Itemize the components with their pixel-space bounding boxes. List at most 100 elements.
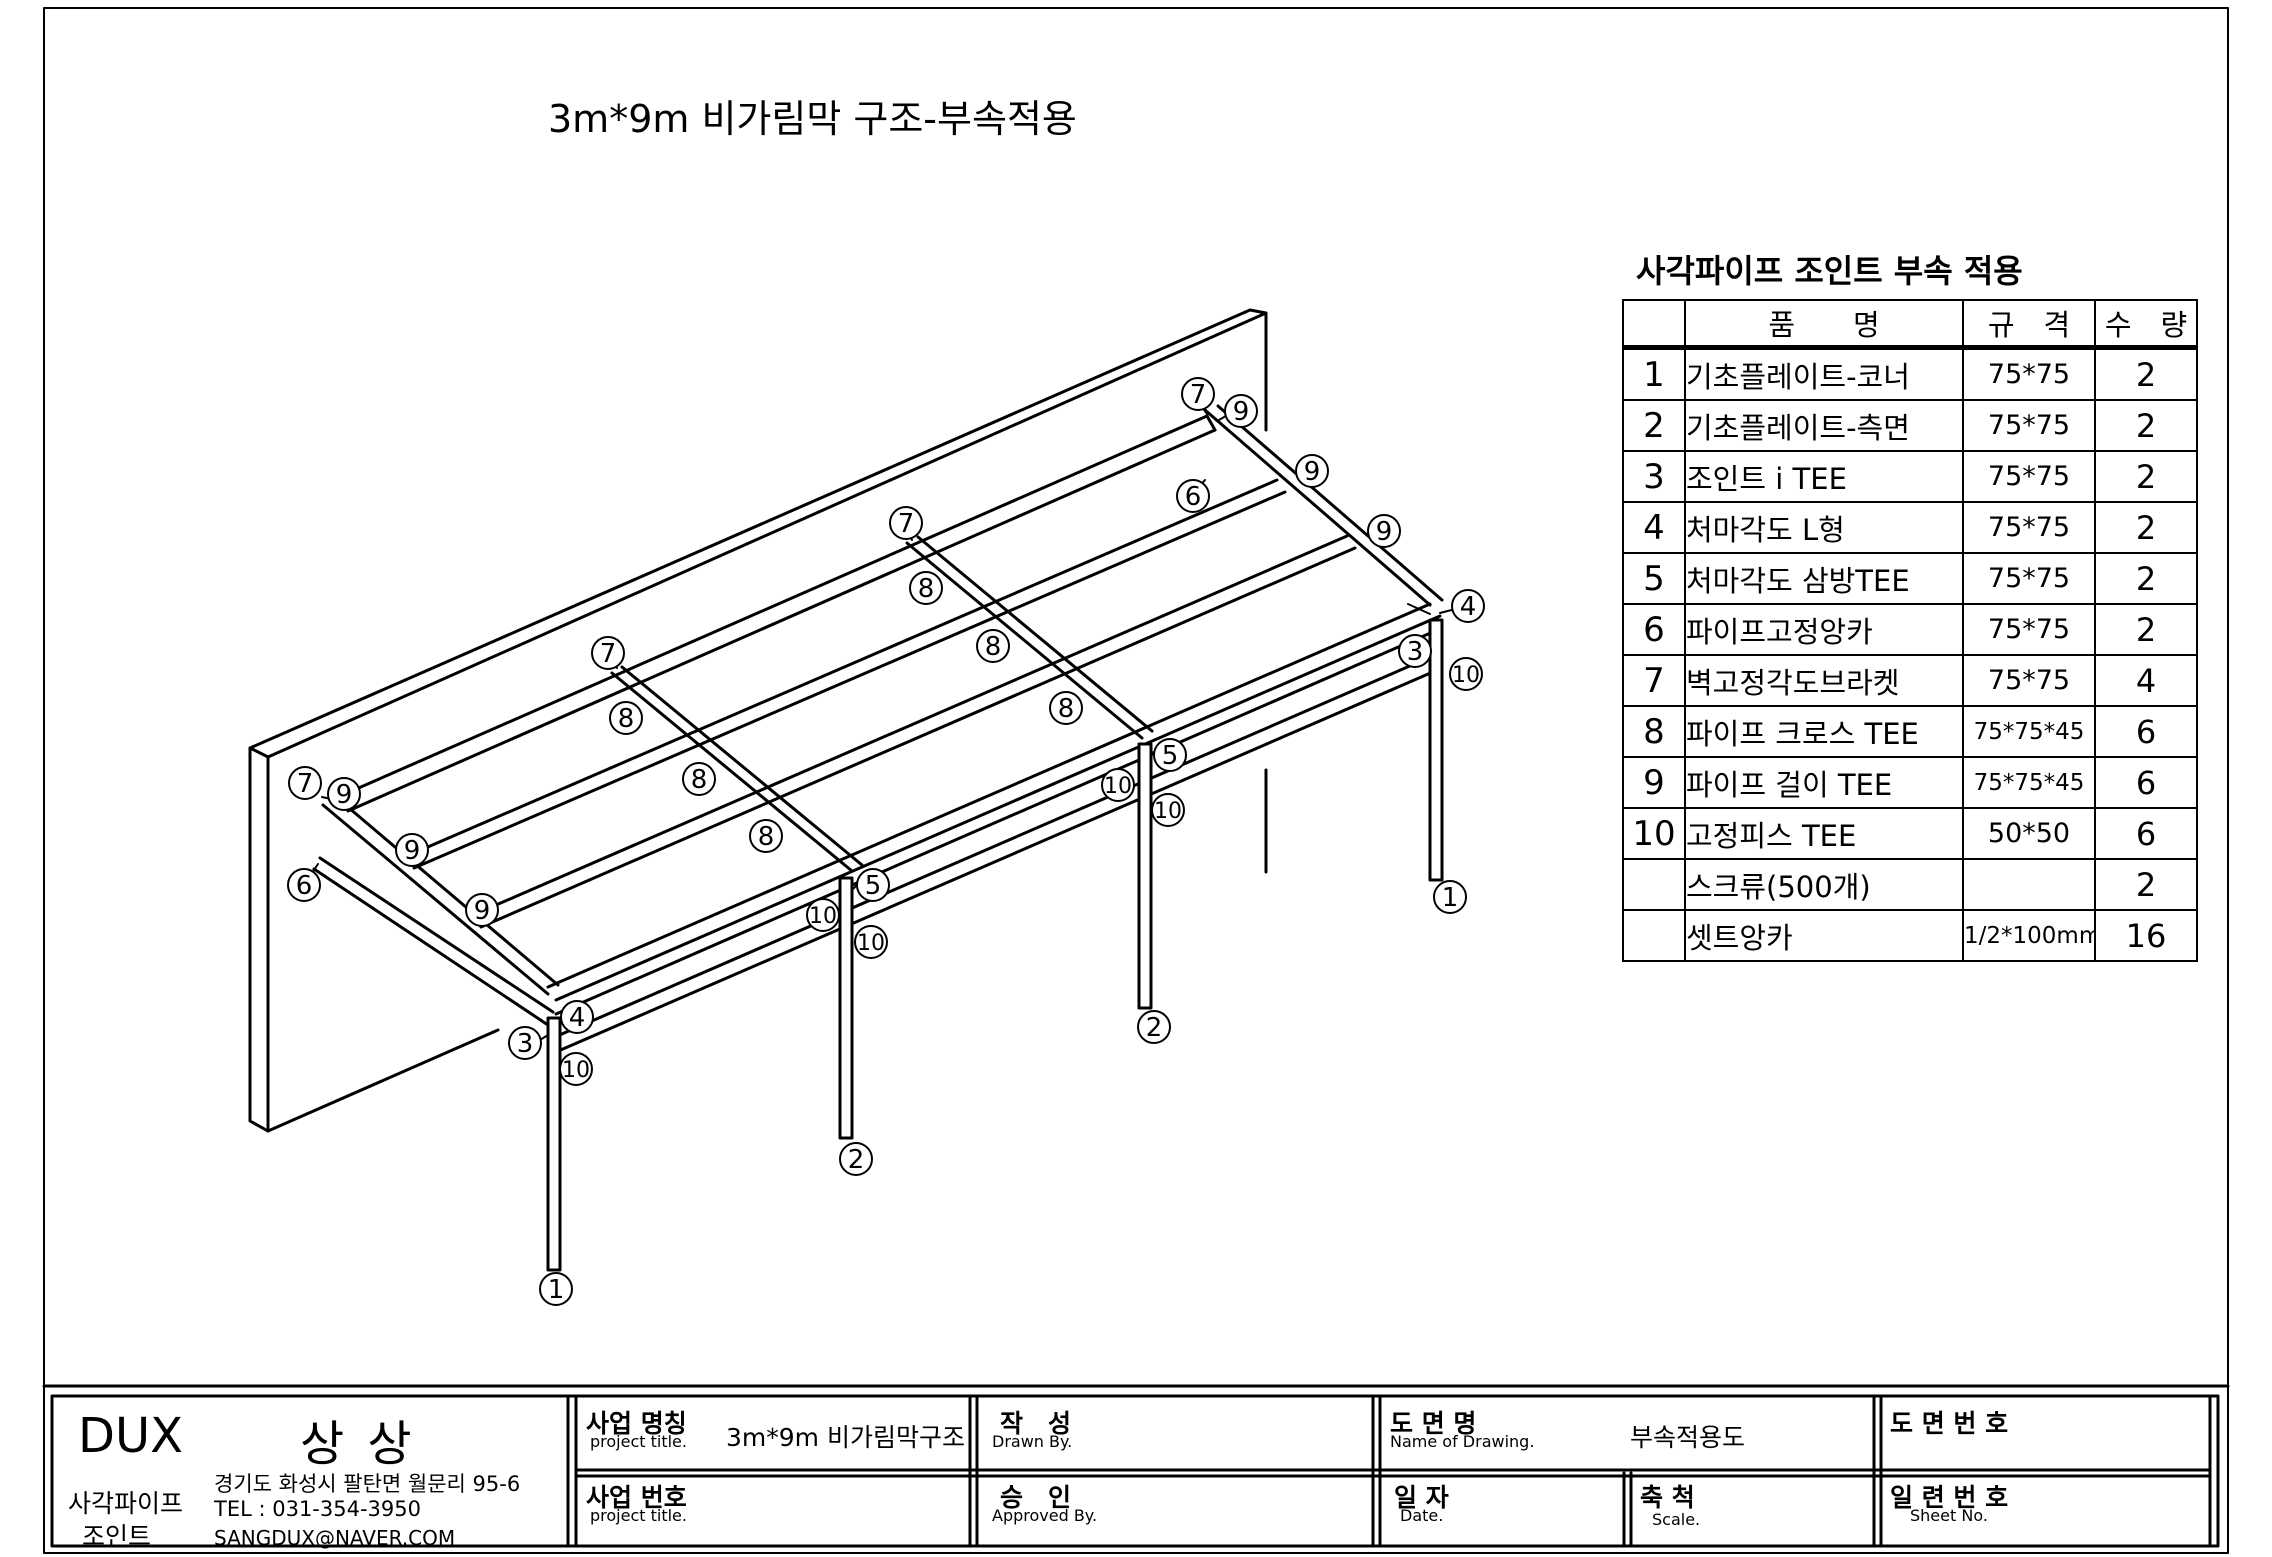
callout-8: 8 <box>682 762 716 796</box>
row-qty: 2 <box>2094 399 2198 452</box>
project-name-value: 3m*9m 비가림막구조 <box>726 1423 965 1452</box>
svg-text:10: 10 <box>857 931 885 956</box>
company-tel: TEL : 031-354-3950 <box>214 1497 421 1521</box>
row-qty: 2 <box>2094 501 2198 554</box>
row-name: 파이프고정앙카 <box>1684 603 1964 656</box>
parts-table-title: 사각파이프 조인트 부속 적용 <box>1636 252 2023 290</box>
callout-7: 7 <box>288 766 322 800</box>
row-spec: 75*75 <box>1962 654 2096 707</box>
row-name: 셋트앙카 <box>1684 909 1964 962</box>
callout-9: 9 <box>465 893 499 927</box>
callouts: 7 9 6 9 9 7 8 8 8 7 8 8 8 7 9 9 6 9 4 3 … <box>287 377 1485 1306</box>
row-name: 파이프 걸이 TEE <box>1684 756 1964 809</box>
company-brand: 상 상 <box>300 1416 416 1472</box>
row-qty: 2 <box>2094 603 2198 656</box>
svg-text:6: 6 <box>1185 482 1202 512</box>
svg-text:2: 2 <box>1146 1013 1163 1043</box>
row-spec: 50*50 <box>1962 807 2096 860</box>
row-no: 5 <box>1622 552 1686 605</box>
svg-text:4: 4 <box>1460 592 1477 622</box>
row-no: 3 <box>1622 450 1686 503</box>
svg-text:8: 8 <box>1058 694 1075 724</box>
date-label: 일 자 <box>1394 1483 1449 1512</box>
callout-10: 10 <box>854 925 888 959</box>
row-name: 조인트 i TEE <box>1684 450 1964 503</box>
svg-text:7: 7 <box>1190 380 1207 410</box>
svg-text:5: 5 <box>1162 741 1179 771</box>
row-spec: 75*75*45 <box>1962 705 2096 758</box>
row-no: 10 <box>1622 807 1686 860</box>
title-block-grid <box>50 1394 2220 1548</box>
sheet-no-sub: Sheet No. <box>1910 1506 1988 1525</box>
svg-text:9: 9 <box>1304 457 1321 487</box>
project-name-label: 사업 명칭 <box>586 1409 687 1438</box>
company-address: 경기도 화성시 팔탄면 월문리 95-6 <box>214 1472 521 1496</box>
callout-8: 8 <box>749 819 783 853</box>
row-name: 고정피스 TEE <box>1684 807 1964 860</box>
callout-10: 10 <box>1449 657 1483 691</box>
row-no: 9 <box>1622 756 1686 809</box>
row-no: 6 <box>1622 603 1686 656</box>
svg-text:10: 10 <box>562 1058 590 1083</box>
row-qty: 6 <box>2094 807 2198 860</box>
drawing-name-sub: Name of Drawing. <box>1390 1432 1535 1451</box>
row-name: 처마각도 삼방TEE <box>1684 552 1964 605</box>
row-no: 4 <box>1622 501 1686 554</box>
callout-10: 10 <box>1151 793 1185 827</box>
product-line-1: 사각파이프 <box>68 1489 184 1518</box>
callout-4: 4 <box>1451 589 1485 623</box>
sheet-border <box>43 7 2229 1554</box>
callout-1: 1 <box>539 1272 573 1306</box>
callout-7: 7 <box>591 636 625 670</box>
callout-5: 5 <box>856 868 890 902</box>
row-no <box>1622 858 1686 911</box>
svg-text:10: 10 <box>1154 799 1182 824</box>
date-sub: Date. <box>1400 1506 1444 1525</box>
row-name: 스크류(500개) <box>1684 858 1964 911</box>
svg-text:9: 9 <box>474 896 491 926</box>
callout-3: 3 <box>1398 634 1432 668</box>
row-spec: 75*75*45 <box>1962 756 2096 809</box>
svg-text:9: 9 <box>1233 397 1250 427</box>
row-qty: 16 <box>2094 909 2198 962</box>
company-name: DUX <box>78 1408 183 1464</box>
row-qty: 2 <box>2094 346 2198 401</box>
columns <box>546 618 1444 1272</box>
project-name-sub: project title. <box>590 1432 687 1451</box>
svg-text:5: 5 <box>865 871 882 901</box>
project-no-sub: project title. <box>590 1506 687 1525</box>
svg-text:6: 6 <box>296 871 313 901</box>
svg-text:9: 9 <box>404 836 421 866</box>
svg-text:10: 10 <box>809 904 837 929</box>
eave-beam <box>546 650 1444 1054</box>
row-no <box>1622 909 1686 962</box>
svg-text:3: 3 <box>1407 637 1424 667</box>
callout-2: 2 <box>839 1142 873 1176</box>
svg-text:3: 3 <box>517 1029 534 1059</box>
callout-4: 4 <box>560 1000 594 1034</box>
header-spec: 규 격 <box>1962 299 2096 350</box>
row-name: 처마각도 L형 <box>1684 501 1964 554</box>
row-no: 2 <box>1622 399 1686 452</box>
svg-text:2: 2 <box>848 1145 865 1175</box>
row-spec: 75*75 <box>1962 501 2096 554</box>
svg-text:1: 1 <box>1442 883 1459 913</box>
wall-slab <box>248 308 1268 1133</box>
row-spec: 75*75 <box>1962 346 2096 401</box>
row-qty: 2 <box>2094 552 2198 605</box>
header-name: 품 명 <box>1684 299 1964 350</box>
row-name: 기초플레이트-측면 <box>1684 399 1964 452</box>
header-qty: 수 량 <box>2094 299 2198 350</box>
row-no: 8 <box>1622 705 1686 758</box>
callout-6: 6 <box>287 868 321 902</box>
